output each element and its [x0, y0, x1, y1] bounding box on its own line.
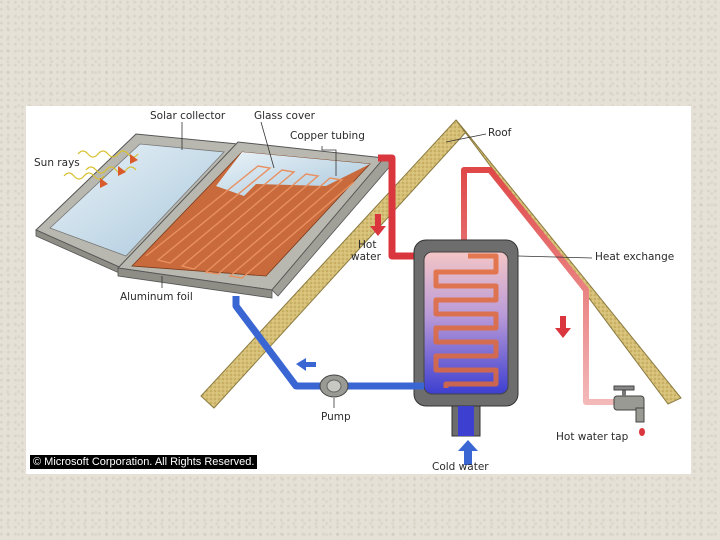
solar-collector-right-panel — [116, 141, 393, 299]
label-hot-water-line1: Hot — [358, 239, 376, 251]
label-heat-exchange: Heat exchange — [595, 251, 674, 263]
label-sun-rays: Sun rays — [34, 157, 80, 169]
solar-collector-left-panel — [35, 133, 240, 277]
label-roof: Roof — [488, 127, 512, 139]
flow-arrow-tap-down — [555, 316, 571, 338]
heat-exchange-coil — [433, 253, 499, 388]
label-hot-water-line2: water — [351, 251, 382, 263]
copper-tubing-coil — [145, 165, 355, 279]
hot-pipe-to-tap — [461, 167, 618, 405]
label-pump: Pump — [321, 411, 351, 423]
flow-arrow-cold-up — [458, 440, 478, 465]
flow-arrow-cold-left — [296, 358, 316, 371]
copyright-notice: © Microsoft Corporation. All Rights Rese… — [30, 455, 258, 469]
storage-tank — [413, 239, 519, 437]
label-aluminum-foil: Aluminum foil — [120, 291, 193, 303]
roof-right-slope — [455, 119, 682, 405]
water-tap-icon — [613, 385, 645, 436]
pump — [319, 374, 349, 398]
sun-rays — [63, 150, 139, 180]
diagram-svg: Solar collector Glass cover Copper tubin… — [34, 110, 682, 473]
leader-lines — [161, 121, 593, 408]
label-copper-tubing: Copper tubing — [290, 130, 365, 142]
label-solar-collector: Solar collector — [150, 110, 226, 122]
flow-arrow-hot-down — [370, 214, 386, 236]
cold-pipe-return — [232, 296, 424, 390]
label-glass-cover: Glass cover — [254, 110, 316, 122]
sun-ray-arrowheads — [100, 154, 138, 188]
solar-heating-diagram: Solar collector Glass cover Copper tubin… — [26, 106, 691, 474]
label-cold-water: Cold water — [432, 461, 489, 473]
label-hot-water-tap: Hot water tap — [556, 431, 629, 443]
